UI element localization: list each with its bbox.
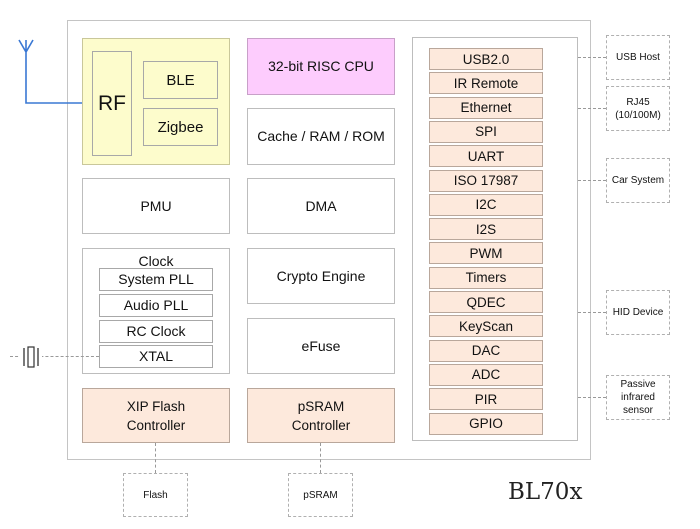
- crypto-engine-block: Crypto Engine: [247, 248, 395, 304]
- xtal-connector: [10, 356, 99, 357]
- car-system-connector: [578, 180, 606, 181]
- rj45-connector: [578, 108, 606, 109]
- external-psram: pSRAM: [288, 473, 353, 517]
- passive-infrared-sensor: Passive infrared sensor: [606, 375, 670, 420]
- peripheral-i2c: I2C: [429, 193, 543, 216]
- usb-host: USB Host: [606, 35, 670, 80]
- zigbee-block: Zigbee: [143, 108, 218, 146]
- rf-block: RF: [92, 51, 132, 156]
- antenna-icon: [18, 39, 93, 104]
- usb-host-connector: [578, 57, 606, 58]
- car-system: Car System: [606, 158, 670, 203]
- psram-controller: pSRAM Controller: [247, 388, 395, 443]
- peripheral-gpio: GPIO: [429, 412, 543, 435]
- dma-block: DMA: [247, 178, 395, 234]
- peripheral-ethernet: Ethernet: [429, 96, 543, 119]
- peripheral-keyscan: KeyScan: [429, 315, 543, 338]
- peripheral-uart: UART: [429, 145, 543, 168]
- system-pll: System PLL: [99, 268, 213, 291]
- crystal-oscillator-icon: [20, 345, 42, 369]
- efuse-block: eFuse: [247, 318, 395, 374]
- chip-name: BL70x: [508, 479, 583, 505]
- peripheral-iso-17987: ISO 17987: [429, 169, 543, 192]
- xip-flash-controller: XIP Flash Controller: [82, 388, 230, 443]
- peripheral-ir-remote: IR Remote: [429, 72, 543, 95]
- flash-connector: [155, 443, 156, 473]
- peripheral-timers: Timers: [429, 266, 543, 289]
- external-flash: Flash: [123, 473, 188, 517]
- rj45: RJ45 (10/100M): [606, 86, 670, 131]
- hid-device-connector: [578, 312, 606, 313]
- peripheral-pir: PIR: [429, 388, 543, 411]
- peripheral-qdec: QDEC: [429, 291, 543, 313]
- xtal: XTAL: [99, 345, 213, 368]
- hid-device: HID Device: [606, 290, 670, 335]
- psram-connector: [320, 443, 321, 473]
- ble-block: BLE: [143, 61, 218, 99]
- peripheral-usb2-0: USB2.0: [429, 48, 543, 70]
- peripheral-dac: DAC: [429, 339, 543, 362]
- cpu-block: 32-bit RISC CPU: [247, 38, 395, 95]
- clock-title: Clock: [138, 253, 174, 269]
- pir-sensor-connector: [578, 397, 606, 398]
- audio-pll: Audio PLL: [99, 294, 213, 317]
- peripheral-spi: SPI: [429, 120, 543, 143]
- memory-block: Cache / RAM / ROM: [247, 108, 395, 165]
- rc-clock: RC Clock: [99, 320, 213, 343]
- peripheral-adc: ADC: [429, 363, 543, 386]
- peripheral-pwm: PWM: [429, 242, 543, 265]
- peripheral-i2s: I2S: [429, 218, 543, 241]
- pmu-block: PMU: [82, 178, 230, 234]
